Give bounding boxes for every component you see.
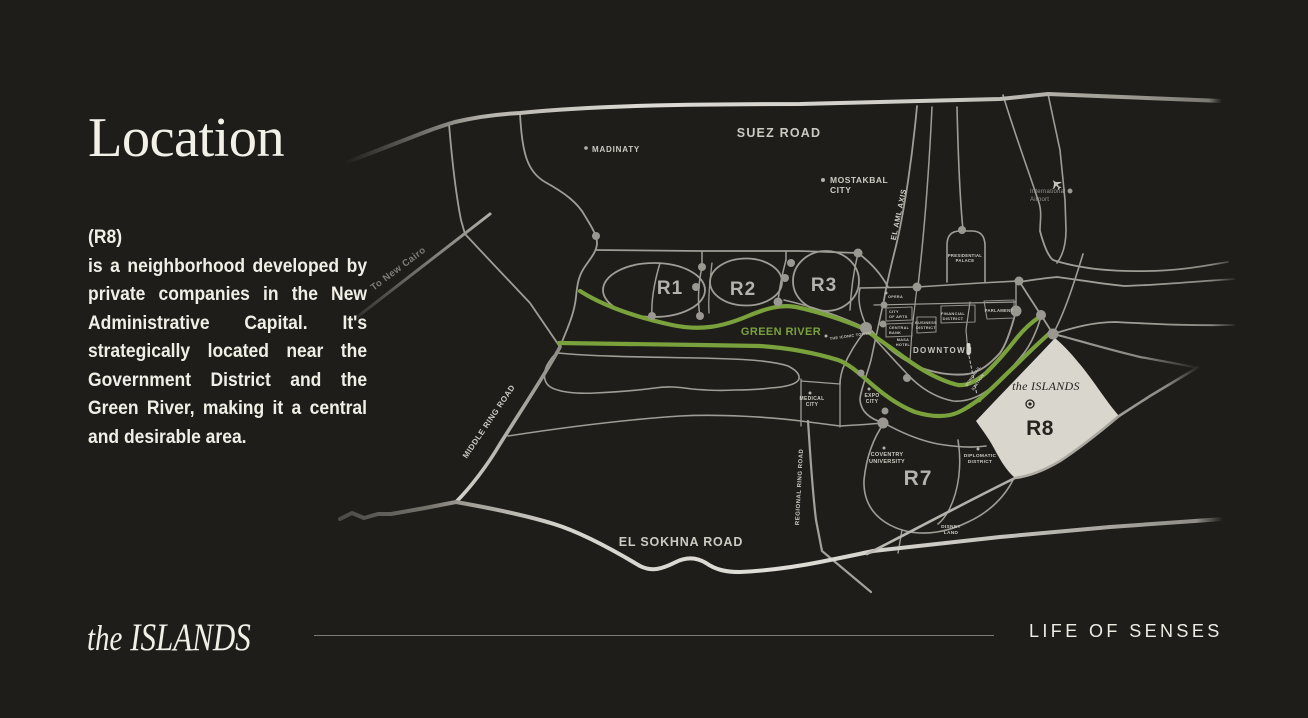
svg-text:REGIONAL RING ROAD: REGIONAL RING ROAD: [795, 448, 805, 525]
svg-text:CITY: CITY: [866, 399, 879, 405]
svg-text:HOTEL: HOTEL: [896, 343, 911, 347]
svg-text:CITY: CITY: [806, 402, 819, 408]
svg-text:MASA: MASA: [897, 338, 909, 342]
svg-text:MADINATY: MADINATY: [592, 145, 640, 154]
svg-text:R2: R2: [730, 279, 756, 300]
svg-text:R7: R7: [904, 467, 933, 490]
svg-text:PALACE: PALACE: [956, 258, 975, 263]
svg-text:COVENTRY: COVENTRY: [871, 452, 904, 458]
svg-text:CITY: CITY: [830, 185, 851, 195]
svg-text:DISTRICT: DISTRICT: [943, 316, 964, 321]
svg-text:MOSTAKBAL: MOSTAKBAL: [830, 175, 888, 185]
svg-text:CENTRAL: CENTRAL: [889, 326, 910, 330]
svg-text:SUEZ ROAD: SUEZ ROAD: [737, 126, 821, 140]
svg-text:GREEN RIVER: GREEN RIVER: [741, 326, 821, 338]
svg-text:OF ARTS: OF ARTS: [889, 315, 908, 319]
svg-text:DIPLOMATIC: DIPLOMATIC: [964, 453, 997, 459]
svg-text:R8: R8: [1026, 417, 1054, 440]
svg-text:International: International: [1030, 189, 1066, 195]
svg-text:PRESIDENTIAL: PRESIDENTIAL: [948, 253, 982, 258]
svg-text:EXPO: EXPO: [864, 393, 879, 399]
svg-text:BANK: BANK: [889, 331, 901, 335]
svg-text:EL SOKHNA ROAD: EL SOKHNA ROAD: [619, 535, 743, 549]
svg-text:DOWNTOWN: DOWNTOWN: [913, 346, 973, 355]
svg-text:DISNEY: DISNEY: [941, 524, 961, 530]
svg-text:BUSINESS: BUSINESS: [915, 321, 937, 325]
svg-text:LAND: LAND: [944, 530, 959, 536]
svg-text:the ISLANDS: the ISLANDS: [1012, 379, 1080, 393]
svg-text:R1: R1: [657, 278, 683, 299]
svg-text:FINANCIAL: FINANCIAL: [941, 311, 966, 316]
svg-text:MEDICAL: MEDICAL: [800, 396, 825, 402]
svg-text:CITY: CITY: [889, 310, 899, 314]
svg-text:THE ICONIC TOWER: THE ICONIC TOWER: [830, 331, 872, 341]
svg-text:DISTRICT: DISTRICT: [916, 326, 936, 330]
svg-text:DISTRICT: DISTRICT: [968, 459, 993, 465]
svg-text:OPERA: OPERA: [888, 295, 903, 299]
svg-text:Airport: Airport: [1030, 197, 1049, 203]
svg-text:EL AML AXIS: EL AML AXIS: [889, 188, 909, 241]
svg-text:PARLAMENT: PARLAMENT: [985, 308, 1014, 313]
svg-text:R3: R3: [811, 275, 837, 296]
svg-text:MIDDLE RING ROAD: MIDDLE RING ROAD: [461, 383, 517, 460]
svg-text:UNIVERSITY: UNIVERSITY: [869, 459, 905, 465]
